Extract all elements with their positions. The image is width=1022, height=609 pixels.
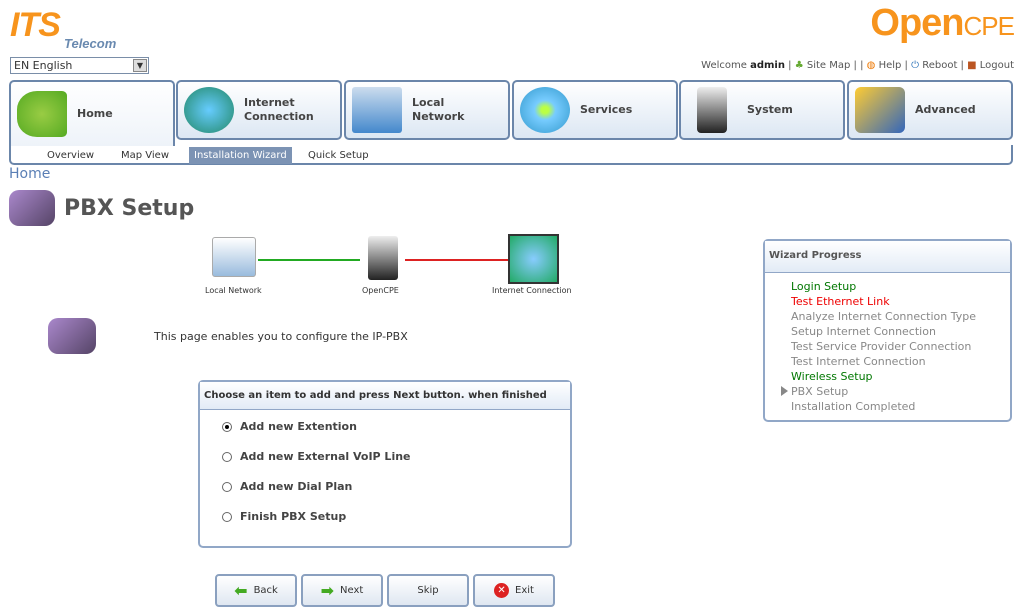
its-logo: ITS (10, 6, 61, 44)
logout-link[interactable]: Logout (979, 60, 1014, 71)
wizard-step: Installation Completed (791, 400, 916, 413)
option-label: Finish PBX Setup (240, 510, 347, 523)
intro-text: This page enables you to configure the I… (154, 330, 408, 343)
tab-label: Internet Connection (244, 96, 314, 123)
breadcrumb[interactable]: Home (9, 166, 51, 182)
globe-icon (508, 234, 559, 284)
option-label: Add new Dial Plan (240, 480, 353, 493)
radio-button[interactable] (222, 451, 232, 462)
computer-icon (212, 237, 256, 277)
arrow-left-icon: ⬅ (234, 581, 248, 600)
subtab-overview[interactable]: Overview (47, 150, 95, 161)
tab-services[interactable]: Services (512, 80, 678, 140)
logo-open: Open (870, 2, 964, 44)
phone-icon (48, 318, 96, 354)
subtab-quick-setup[interactable]: Quick Setup (308, 150, 369, 161)
opencpe-logo: OpenCPE (870, 2, 1015, 45)
home-icon (17, 91, 67, 137)
language-select[interactable]: EN English ▼ (10, 57, 149, 74)
exit-button[interactable]: ✕ Exit (473, 574, 555, 607)
router-icon (697, 87, 727, 133)
back-button[interactable]: ⬅ Back (215, 574, 297, 607)
logo-cpe: CPE (963, 11, 1015, 41)
subtab-bar (9, 145, 1013, 165)
computers-icon (352, 87, 402, 133)
node-label: OpenCPE (362, 286, 399, 295)
subtab-map-view[interactable]: Map View (121, 150, 170, 161)
sitemap-icon: ♣ (794, 60, 804, 71)
next-button[interactable]: ➡ Next (301, 574, 383, 607)
wizard-step: Wireless Setup (791, 370, 873, 383)
tab-advanced[interactable]: Advanced (847, 80, 1013, 140)
wizard-step: Analyze Internet Connection Type (791, 310, 977, 323)
help-icon: ◍ (866, 60, 876, 71)
tab-local-network[interactable]: Local Network (344, 80, 510, 140)
button-label: Back (253, 585, 278, 596)
site-map-link[interactable]: Site Map (806, 60, 851, 71)
radio-button[interactable] (222, 421, 232, 432)
wizard-step: Test Ethernet Link (791, 295, 890, 308)
username: admin (750, 60, 785, 71)
page-title: PBX Setup (64, 196, 195, 221)
option-label: Add new Extention (240, 420, 357, 433)
radio-button[interactable] (222, 511, 232, 522)
skip-button[interactable]: Skip (387, 574, 469, 607)
choose-item-panel: Choose an item to add and press Next but… (198, 380, 572, 548)
phone-icon (9, 190, 55, 226)
option-add-extension[interactable]: Add new Extention (222, 420, 357, 433)
link-cpe-internet (405, 259, 509, 261)
wizard-step: Setup Internet Connection (791, 325, 936, 338)
language-value: EN English (14, 59, 73, 72)
tab-label: System (747, 103, 793, 116)
option-add-voip-line[interactable]: Add new External VoIP Line (222, 450, 411, 463)
tab-label: Services (580, 103, 633, 116)
welcome-text: Welcome (701, 60, 747, 71)
option-finish-pbx[interactable]: Finish PBX Setup (222, 510, 346, 523)
chevron-down-icon: ▼ (133, 59, 147, 72)
router-icon (368, 236, 398, 280)
tab-label: Home (77, 107, 113, 120)
button-label: Exit (515, 585, 534, 596)
tab-system[interactable]: System (679, 80, 845, 140)
disc-icon (520, 87, 570, 133)
button-label: Next (340, 585, 364, 596)
subtab-installation-wizard[interactable]: Installation Wizard (189, 147, 292, 164)
wizard-step: Login Setup (791, 280, 857, 293)
node-label: Internet Connection (492, 286, 572, 295)
tab-label: Advanced (915, 103, 976, 116)
wizard-step: Test Service Provider Connection (791, 340, 972, 353)
wizard-progress-title: Wizard Progress (765, 241, 1010, 273)
node-label: Local Network (205, 286, 262, 295)
close-icon: ✕ (494, 583, 510, 598)
arrow-right-icon: ➡ (320, 581, 335, 600)
option-label: Add new External VoIP Line (240, 450, 411, 463)
wizard-step: Test Internet Connection (791, 355, 926, 368)
radio-button[interactable] (222, 481, 232, 492)
logout-icon: ■ (967, 60, 977, 71)
reboot-icon: ⏻ (911, 60, 920, 71)
wizard-step: PBX Setup (781, 384, 1010, 399)
tab-label: Local Network (412, 96, 465, 123)
button-label: Skip (417, 585, 439, 596)
link-lan-cpe (258, 259, 360, 261)
option-add-dial-plan[interactable]: Add new Dial Plan (222, 480, 352, 493)
tab-internet-connection[interactable]: Internet Connection (176, 80, 342, 140)
top-links: Welcome admin | ♣ Site Map | | ◍ Help | … (701, 60, 1014, 71)
tools-icon (855, 87, 905, 133)
its-logo-sub: Telecom (64, 36, 117, 51)
globe-icon (184, 87, 234, 133)
reboot-link[interactable]: Reboot (922, 60, 958, 71)
help-link[interactable]: Help (878, 60, 902, 71)
panel-header: Choose an item to add and press Next but… (200, 382, 570, 410)
tab-home[interactable]: Home (9, 80, 175, 146)
